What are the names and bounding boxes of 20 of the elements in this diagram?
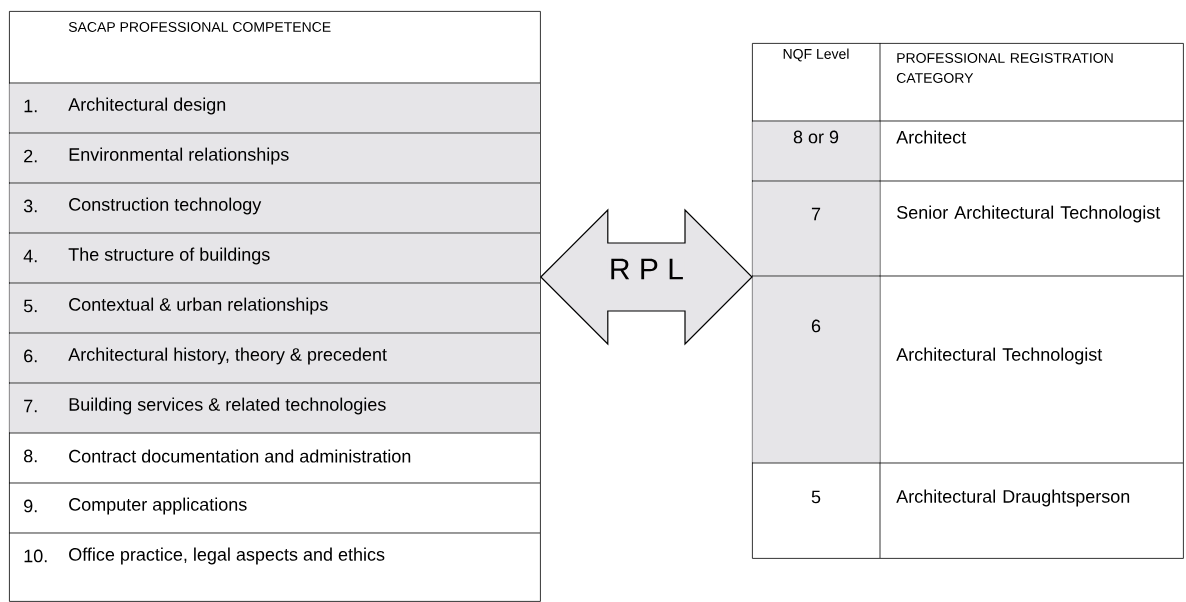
table-cell: Senior Architectural Technologist	[879, 180, 1184, 223]
column-heading: PROFESSIONAL REGISTRATION CATEGORY	[896, 53, 1113, 83]
table-row: 4. The structure of buildings	[8, 232, 541, 283]
table-row: 6. Architectural history, theory & precedent	[8, 332, 541, 383]
table-row: 10. Office practice, legal aspects and ethics	[8, 532, 541, 565]
table-row: 2. Environmental relationships	[8, 132, 541, 183]
table-cell: Architectural Draughtsperson	[879, 462, 1184, 507]
table-cell: 5	[751, 462, 881, 504]
table-row: 9. Computer applications	[8, 482, 541, 515]
table-cell: 8 or 9	[751, 120, 881, 181]
table-row: 5. Contextual & urban relationships	[8, 282, 541, 333]
table-cell: 7	[751, 180, 881, 276]
table-cell: Architect	[879, 120, 1184, 144]
table-row: 8. Contract documentation and administration	[8, 432, 541, 463]
column-heading: NQF Level	[783, 48, 849, 62]
table-row: 1. Architectural design	[8, 82, 541, 133]
table-cell: Architectural Technologist	[879, 275, 1184, 365]
table-row: 7. Building services & related technologies	[8, 382, 541, 433]
column-heading: SACAP PROFESSIONAL COMPETENCE	[68, 22, 331, 32]
table-row: 3. Construction technology	[8, 182, 541, 233]
